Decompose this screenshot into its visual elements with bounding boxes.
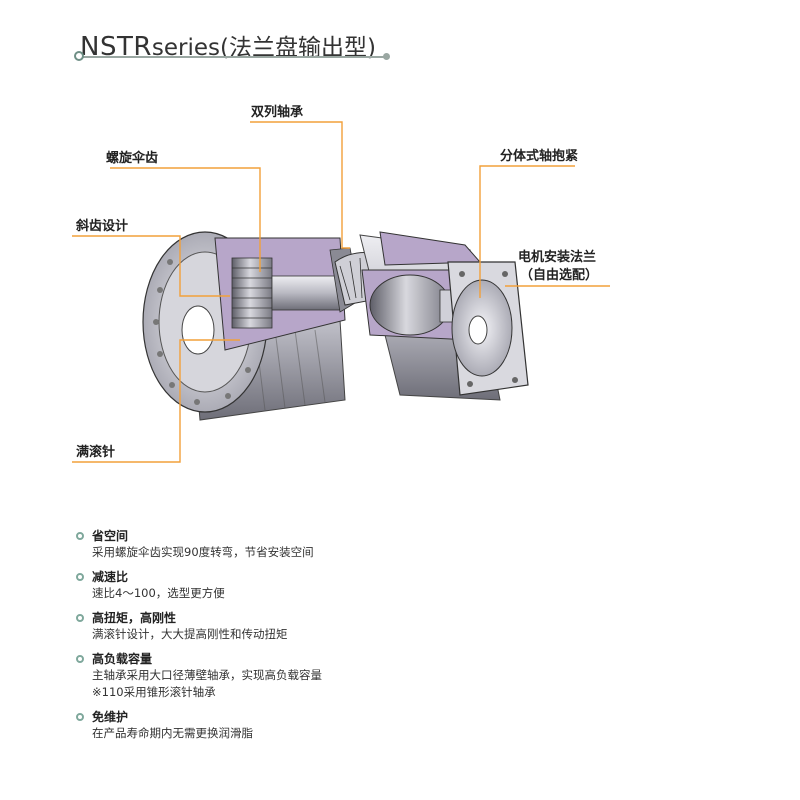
feature-title: 减速比 <box>92 570 129 584</box>
feature-item: 高扭矩，高刚性 满滚针设计，大大提高刚性和传动扭矩 <box>76 610 636 643</box>
gearbox-cutaway-illustration <box>72 121 610 463</box>
bullet-circle-icon <box>76 573 84 581</box>
feature-desc: 采用螺旋伞齿实现90度转弯，节省安装空间 <box>92 545 314 559</box>
label-spiral-bevel-gear: 螺旋伞齿 <box>106 151 159 166</box>
feature-title: 高负载容量 <box>92 652 153 666</box>
label-double-row-bearing: 双列轴承 <box>251 105 304 120</box>
feature-list: 省空间 采用螺旋伞齿实现90度转弯，节省安装空间 减速比 速比4～100，选型更… <box>76 528 636 750</box>
leader-double-row-bearing <box>250 121 350 249</box>
feature-note: ※110采用锥形滚针轴承 <box>92 685 216 699</box>
feature-desc: 在产品寿命期内无需更换润滑脂 <box>92 726 253 740</box>
feature-title: 省空间 <box>92 529 129 543</box>
label-helical-gear-design: 斜齿设计 <box>76 219 129 234</box>
bullet-circle-icon <box>76 532 84 540</box>
title-circle-marker <box>74 51 84 61</box>
leader-full-needle-roller <box>72 339 240 463</box>
bullet-circle-icon <box>76 713 84 721</box>
feature-item: 减速比 速比4～100，选型更方便 <box>76 569 636 602</box>
bullet-circle-icon <box>76 614 84 622</box>
feature-desc: 主轴承采用大口径薄壁轴承，实现高负载容量 <box>92 668 322 682</box>
feature-desc: 速比4～100，选型更方便 <box>92 586 225 600</box>
label-motor-flange-line1: 电机安装法兰 <box>518 250 597 265</box>
motor-flange <box>447 261 529 396</box>
feature-title: 高扭矩，高刚性 <box>92 611 177 625</box>
feature-item: 免维护 在产品寿命期内无需更换润滑脂 <box>76 709 636 742</box>
title-end-dot <box>383 53 390 60</box>
title-underline <box>82 56 386 58</box>
feature-item: 高负载容量 主轴承采用大口径薄壁轴承，实现高负载容量 ※110采用锥形滚针轴承 <box>76 651 636 701</box>
label-split-shaft-clamp: 分体式轴抱紧 <box>500 149 579 164</box>
leader-lines <box>72 121 610 463</box>
label-full-needle-roller: 满滚针 <box>76 445 116 460</box>
leader-split-shaft-clamp <box>479 165 575 298</box>
label-motor-flange-line2: （自由选配） <box>520 268 599 283</box>
feature-title: 免维护 <box>92 710 129 724</box>
leader-spiral-bevel-gear <box>110 167 261 272</box>
feature-desc: 满滚针设计，大大提高刚性和传动扭矩 <box>92 627 288 641</box>
bullet-circle-icon <box>76 655 84 663</box>
feature-item: 省空间 采用螺旋伞齿实现90度转弯，节省安装空间 <box>76 528 636 561</box>
leader-helical-gear <box>72 235 230 297</box>
